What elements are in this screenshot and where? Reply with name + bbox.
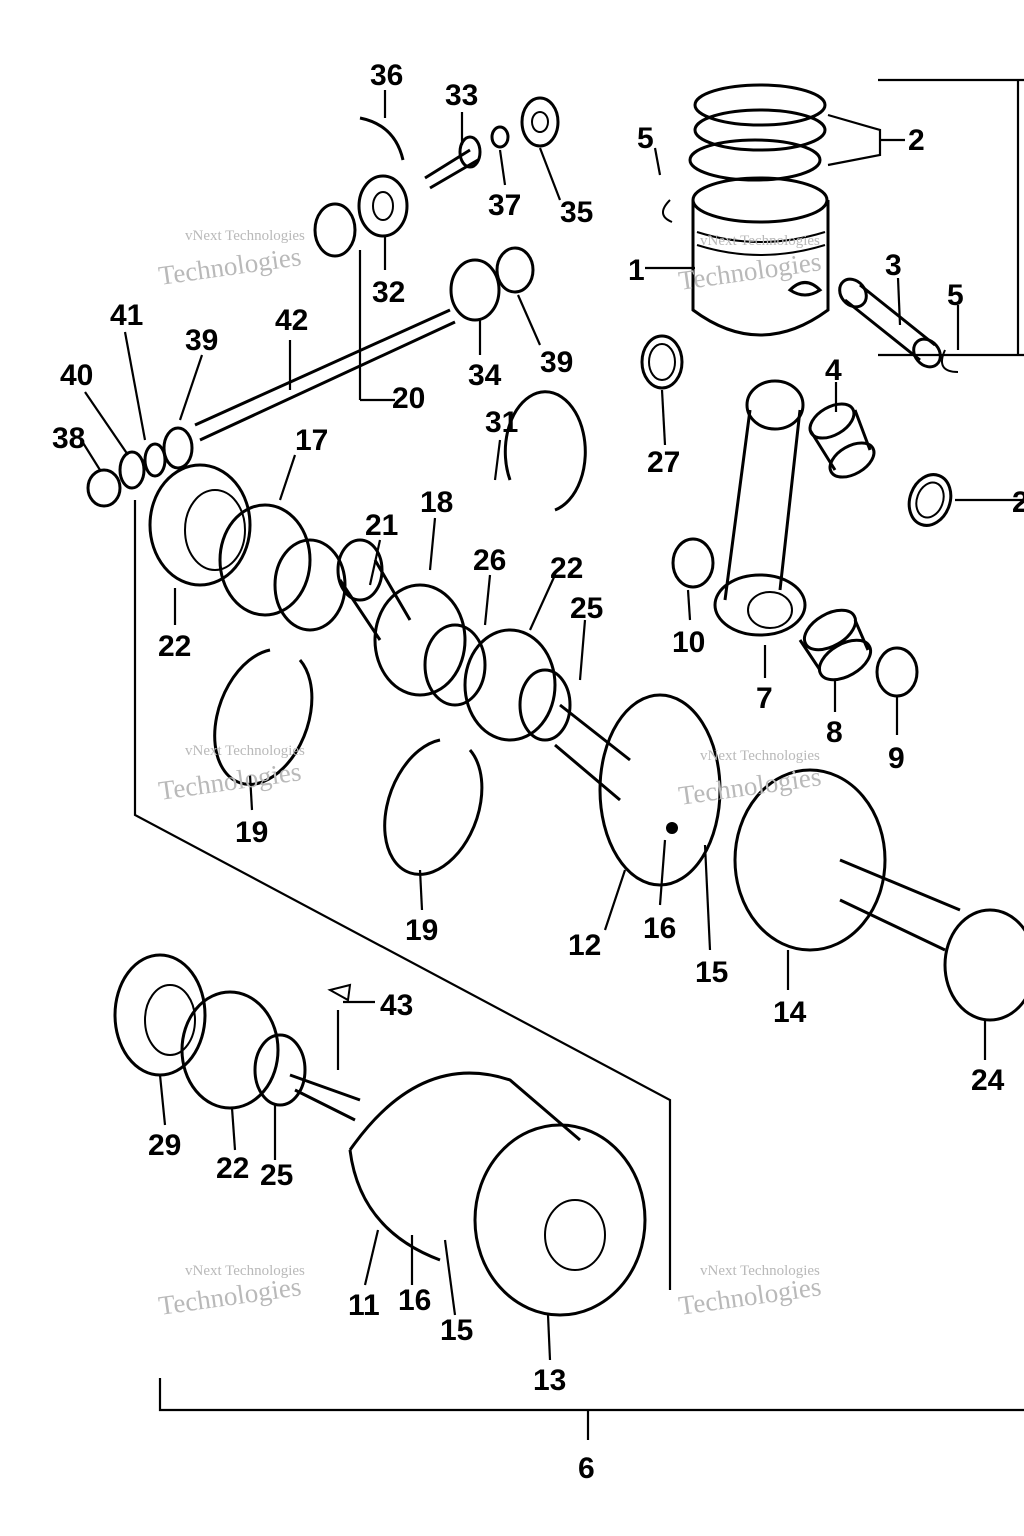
callout-2: 2 xyxy=(908,124,925,157)
callout-25b: 25 xyxy=(260,1159,293,1192)
callout-27: 27 xyxy=(647,446,680,479)
watermark-small-6: vNext Technologies xyxy=(700,1263,820,1279)
piston-rings xyxy=(688,83,827,182)
callout-22c: 22 xyxy=(216,1152,249,1185)
callout-8: 8 xyxy=(826,716,843,749)
callout-11: 11 xyxy=(348,1289,380,1322)
callout-12: 12 xyxy=(568,929,601,962)
callout-5a: 5 xyxy=(637,122,654,155)
callout-4: 4 xyxy=(825,354,842,387)
callout-31: 31 xyxy=(485,406,518,439)
callout-22a: 22 xyxy=(158,630,191,663)
watermark-big-3: Technologies xyxy=(157,756,303,806)
callout-36: 36 xyxy=(370,59,403,92)
watermark-small-2: vNext Technologies xyxy=(700,233,820,249)
watermark-big-1: Technologies xyxy=(157,241,303,291)
washers-oil-seals xyxy=(640,334,953,698)
callout-7: 7 xyxy=(756,682,773,715)
watermark-big-2: Technologies xyxy=(677,246,823,296)
oil-pump-shaft xyxy=(194,308,456,442)
leader-lines xyxy=(79,90,1024,1361)
callout-14: 14 xyxy=(773,996,807,1029)
callout-26: 26 xyxy=(473,544,506,577)
callout-39a: 39 xyxy=(185,324,218,357)
callout-3: 3 xyxy=(885,249,902,282)
callout-1: 1 xyxy=(628,254,645,287)
callout-25a: 25 xyxy=(570,592,603,625)
callout-16a: 16 xyxy=(643,912,676,945)
callout-22b: 22 xyxy=(550,552,583,585)
callout-9: 9 xyxy=(888,742,905,775)
callout-23: 2 xyxy=(1012,486,1024,519)
left-crank-half xyxy=(113,953,647,1317)
callout-18: 18 xyxy=(420,486,453,519)
callout-21: 21 xyxy=(365,509,398,542)
callout-32: 32 xyxy=(372,276,405,309)
drive-gears-bearings xyxy=(313,96,560,322)
callout-19a: 19 xyxy=(235,816,268,849)
callout-20: 20 xyxy=(392,382,425,415)
callout-15b: 15 xyxy=(440,1314,473,1347)
watermark-small-5: vNext Technologies xyxy=(185,1263,305,1279)
watermark-small-4: vNext Technologies xyxy=(700,748,820,764)
callout-34: 34 xyxy=(468,359,502,392)
callout-29: 29 xyxy=(148,1129,181,1162)
callout-15a: 15 xyxy=(695,956,728,989)
watermark-small-3: vNext Technologies xyxy=(185,743,305,759)
callout-37: 37 xyxy=(488,189,521,222)
callout-41: 41 xyxy=(110,299,143,332)
assembly-brackets xyxy=(133,78,1024,1440)
callout-10: 10 xyxy=(672,626,705,659)
callout-6: 6 xyxy=(578,1452,595,1485)
callout-38: 38 xyxy=(52,422,85,455)
watermark-small-1: vNext Technologies xyxy=(185,228,305,244)
shaft-end-nut-washers xyxy=(86,426,194,508)
piston xyxy=(691,176,830,337)
callout-35: 35 xyxy=(560,196,593,229)
big-end-bearing xyxy=(798,608,873,682)
circlips xyxy=(213,390,587,876)
right-crank-half xyxy=(554,693,1024,1022)
callout-43: 43 xyxy=(380,989,413,1022)
callout-19b: 19 xyxy=(405,914,438,947)
callout-numbers: 5 2 3 5 1 4 2 27 10 7 8 9 36 33 37 35 32… xyxy=(52,59,1024,1485)
callout-24: 24 xyxy=(971,1064,1005,1097)
callout-17: 17 xyxy=(295,424,328,457)
callout-16b: 16 xyxy=(398,1284,431,1317)
piston-pin-clips xyxy=(662,199,959,373)
callout-13: 13 xyxy=(533,1364,566,1397)
callout-40: 40 xyxy=(60,359,93,392)
main-bearings xyxy=(148,463,572,742)
callout-42: 42 xyxy=(275,304,308,337)
piston-pin xyxy=(838,277,942,369)
callout-5b: 5 xyxy=(947,279,964,312)
callout-33: 33 xyxy=(445,79,478,112)
small-end-bearing xyxy=(808,402,876,479)
connecting-rod xyxy=(713,379,807,637)
callout-39b: 39 xyxy=(540,346,573,379)
